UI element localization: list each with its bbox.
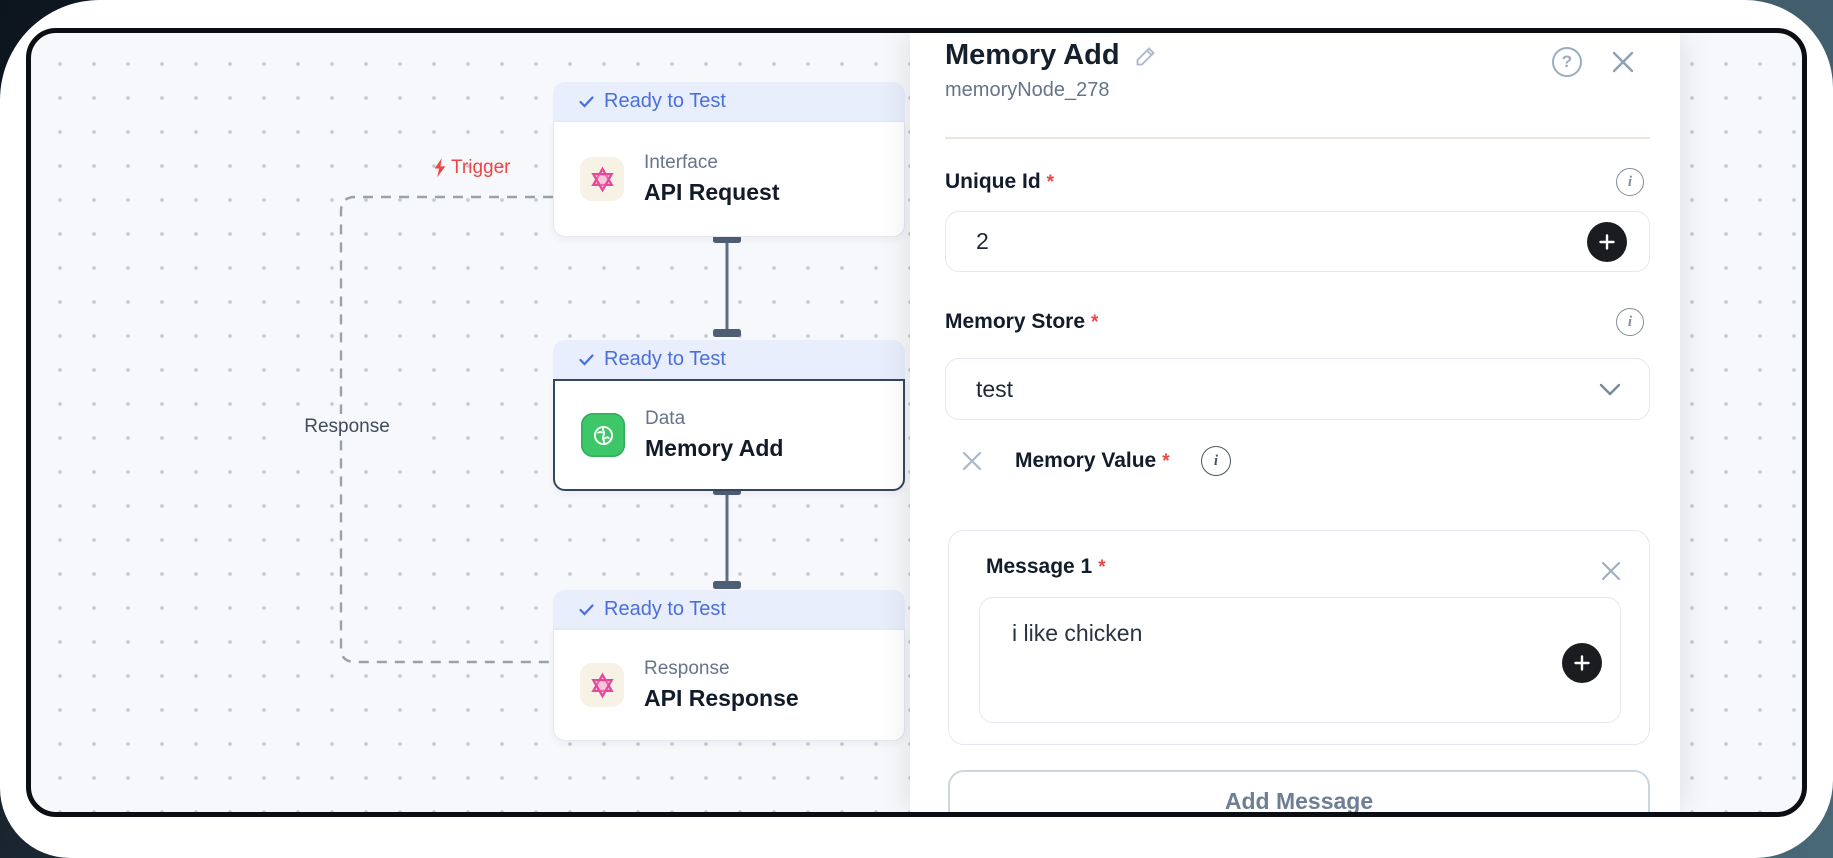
hexagram-icon (580, 157, 624, 201)
header-divider (945, 137, 1650, 139)
memory-store-label: Memory Store* (945, 310, 1099, 333)
node-category: Response (644, 658, 730, 679)
lightning-bolt-icon (434, 158, 446, 178)
plus-icon (1599, 234, 1615, 250)
chevron-down-icon (1599, 383, 1621, 396)
node-title: API Response (644, 685, 799, 711)
add-message-button[interactable]: Add Message (948, 770, 1650, 812)
add-variable-button[interactable] (1587, 222, 1627, 262)
node-card-selected[interactable]: Data Memory Add (553, 379, 905, 491)
check-icon (579, 353, 594, 366)
app-window: Trigger Response Ready to Test Interface… (26, 28, 1807, 817)
node-id: memoryNode_278 (945, 79, 1110, 101)
info-icon[interactable]: i (1616, 308, 1644, 336)
add-variable-button[interactable] (1562, 643, 1602, 683)
edit-pencil-icon[interactable] (1134, 44, 1158, 68)
memory-value-label: Memory Value* (1015, 449, 1170, 472)
plus-icon (1574, 655, 1590, 671)
check-icon (579, 603, 594, 616)
node-card[interactable]: Interface API Request (553, 121, 905, 237)
response-edge-label: Response (286, 414, 408, 440)
trigger-edge-label: Trigger (433, 157, 510, 179)
node-card[interactable]: Response API Response (553, 629, 905, 741)
node-status-badge: Ready to Test (553, 82, 905, 121)
check-icon (579, 95, 594, 108)
unique-id-label: Unique Id* (945, 170, 1055, 193)
node-title: Memory Add (645, 435, 784, 461)
message-1-input[interactable]: i like chicken (979, 597, 1621, 723)
close-icon[interactable] (1610, 49, 1636, 75)
flow-node-memory-add[interactable]: Ready to Test Data Memory Add (553, 340, 905, 491)
message-card: Message 1* i like chicken (948, 530, 1650, 745)
brain-icon (581, 413, 625, 457)
help-icon[interactable]: ? (1552, 47, 1582, 77)
node-status-badge: Ready to Test (553, 590, 905, 629)
node-category: Data (645, 408, 686, 429)
hexagram-icon (580, 663, 624, 707)
info-icon[interactable]: i (1616, 168, 1644, 196)
node-category: Interface (644, 152, 718, 173)
memory-store-select[interactable]: test (945, 358, 1650, 420)
node-status-badge: Ready to Test (553, 340, 905, 379)
remove-message-icon[interactable] (1599, 559, 1623, 583)
unique-id-input[interactable]: 2 (945, 211, 1650, 272)
collapse-memory-value-icon[interactable] (960, 449, 984, 473)
info-icon[interactable]: i (1201, 446, 1231, 476)
message-1-label: Message 1* (986, 555, 1106, 578)
flow-node-api-request[interactable]: Ready to Test Interface API Request (553, 82, 905, 237)
node-title: API Request (644, 179, 780, 205)
properties-panel: Memory Add memoryNode_278 ? Unique Id* i… (910, 33, 1680, 812)
panel-title: Memory Add (945, 39, 1158, 72)
flow-node-api-response[interactable]: Ready to Test Response API Response (553, 590, 905, 741)
